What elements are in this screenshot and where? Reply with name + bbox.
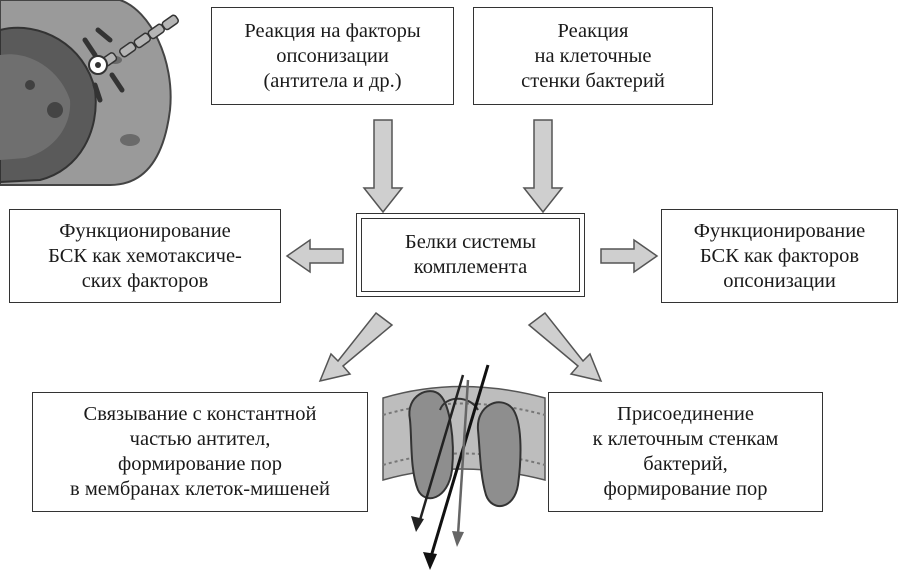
box-line: Реакция — [557, 19, 629, 42]
box-line: к клеточным стенкам — [592, 428, 779, 450]
box-line: в мембранах клеток-мишеней — [70, 478, 330, 500]
arrow-diag-right — [527, 311, 603, 383]
box-line: Связывание с константной — [83, 403, 317, 425]
box-line: (антитела и др.) — [263, 69, 402, 92]
chemotactic-function-box: Функционирование БСК как хемотаксиче- ск… — [9, 209, 281, 303]
box-line: Функционирование — [693, 219, 866, 242]
phagocyte-illustration — [0, 0, 179, 186]
box-line: ских факторов — [81, 269, 209, 292]
box-line: опсонизации — [276, 44, 389, 67]
box-line: Реакция на факторы — [244, 19, 421, 42]
box-line: бактерий, — [643, 453, 728, 475]
box-line: Белки системы — [404, 231, 537, 253]
box-line: Функционирование — [59, 219, 231, 242]
box-line: опсонизации — [723, 269, 836, 292]
reaction-opsonization-box: Реакция на факторы опсонизации (антитела… — [211, 7, 454, 105]
box-line: частью антител, — [129, 428, 271, 450]
box-line: БСК как хемотаксиче- — [48, 244, 242, 267]
box-line: стенки бактерий — [521, 69, 665, 92]
box-line: на клеточные — [534, 44, 652, 67]
box-line: формирование пор — [117, 453, 283, 475]
arrow-right — [600, 238, 659, 274]
reaction-bacterial-walls-box: Реакция на клеточные стенки бактерий — [473, 7, 713, 105]
bacterial-wall-attachment-box: Присоединение к клеточным стенкам бактер… — [548, 392, 823, 512]
complement-proteins-inner: Белки системы комплемента — [361, 218, 580, 292]
box-line: БСК как факторов — [699, 244, 860, 267]
complement-proteins-box: Белки системы комплемента — [356, 213, 585, 297]
box-line: комплемента — [413, 256, 528, 278]
arrow-down-left — [362, 119, 404, 214]
box-line: Присоединение — [617, 403, 754, 425]
box-line: формирование пор — [603, 478, 768, 500]
arrow-down-right — [522, 119, 564, 214]
opsonization-function-box: Функционирование БСК как факторов опсони… — [661, 209, 898, 303]
arrow-diag-left — [318, 311, 394, 383]
antibody-binding-box: Связывание с константной частью антител,… — [32, 392, 368, 512]
arrow-left — [285, 238, 344, 274]
